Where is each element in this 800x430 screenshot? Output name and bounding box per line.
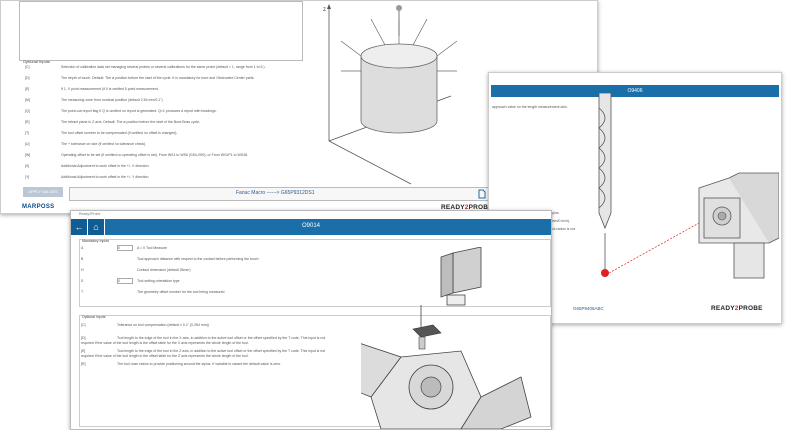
row-key: [T] xyxy=(25,131,30,135)
row-text: Contact dimension (default 25mm) xyxy=(137,267,191,272)
row-text: The tool nose radius to provide position… xyxy=(117,362,282,366)
row-key: [R] xyxy=(25,120,30,124)
row-key: T xyxy=(81,289,84,294)
mandatory-inputs-panel xyxy=(19,1,303,61)
row-text: The geometry offset number for the tool … xyxy=(137,289,225,294)
row-text: If 1, X point measurement (if 0 is omitt… xyxy=(61,87,159,91)
row-text: Tool length to the edge of the tool in t… xyxy=(81,336,326,345)
cylinder-diagram: z xyxy=(323,4,458,185)
ready2probe-logo: READY2PROBE xyxy=(441,204,493,211)
row-key: [C] xyxy=(81,323,86,327)
right-text-line: Tool radius is not xyxy=(549,227,576,231)
optional-input-row: [R] The retract plane in Z axis. Default:… xyxy=(25,120,200,124)
macro-code-bar: Fanuc Macro ------> G65P9312DS1 xyxy=(69,187,491,201)
row-key: [D] xyxy=(81,336,86,340)
mandatory-input-row: B Tool approach distance with respect to … xyxy=(81,256,259,262)
optional-input-row: [U] The + tolerance on size (if omitted n… xyxy=(25,142,146,146)
optional-input-row: [R] The tool nose radius to provide posit… xyxy=(81,362,331,367)
row-text: A = 0 Tool Measure xyxy=(137,245,167,250)
row-key: [E] xyxy=(25,87,30,91)
home-icon[interactable]: ⌂ xyxy=(88,219,105,235)
row-key: B xyxy=(81,256,84,261)
right-header-bar: O9406 xyxy=(491,85,779,97)
optional-input-row: [E] If 1, X point measurement (if 0 is om… xyxy=(25,87,159,91)
front-header-title: O9014 xyxy=(301,223,320,229)
row-text: Additional Adjustment to work offset in … xyxy=(61,164,149,168)
row-key: H xyxy=(81,267,84,272)
optional-input-row: [M] The measuring zone from nominal posit… xyxy=(25,98,163,102)
optional-inputs-heading: Optional Inputs xyxy=(23,59,50,64)
mandatory-input-row: S 0 Tool setting orientation type xyxy=(81,278,180,284)
svg-text:z: z xyxy=(323,7,326,13)
row-key: [W] xyxy=(25,153,31,157)
row-key: [M] xyxy=(25,98,30,102)
turret-probe-diagram xyxy=(361,247,532,429)
window-title: Ready2Probe xyxy=(79,212,101,216)
optional-input-row: [Y] Additional Adjustment to work offset … xyxy=(25,175,148,179)
value-spacer xyxy=(117,267,133,273)
row-key: [Y] xyxy=(25,175,30,179)
optional-input-row: [C] Selection of calibration data set man… xyxy=(25,65,266,69)
ready2probe-logo: READY2PROBE xyxy=(711,305,763,312)
optional-input-row: [C] Tolerance on tool compensation (defau… xyxy=(81,323,331,328)
row-key: A xyxy=(81,245,84,250)
back-arrow-icon[interactable]: ← xyxy=(71,219,88,235)
front-header-bar: ← ⌂ O9014 xyxy=(71,219,551,235)
row-key: [D] xyxy=(25,76,30,80)
macro-footer: G65P9406ABC xyxy=(573,306,604,311)
macro-code: Fanuc Macro ------> G65P9312DS1 xyxy=(236,190,315,196)
optional-input-row: [E]Tool length to the edge of the tool i… xyxy=(81,349,331,358)
optional-heading: Optional Inputs xyxy=(82,315,106,319)
apply-values-button[interactable]: APPLY VALUES xyxy=(23,187,63,197)
row-key: [Q] xyxy=(25,109,30,113)
document-icon[interactable] xyxy=(478,189,486,199)
drill-probe-diagram xyxy=(598,93,779,279)
mandatory-input-row: T The geometry offset number for the tool… xyxy=(81,289,225,295)
panel-text xyxy=(24,5,298,9)
row-text: Additional Adjustment to work offset in … xyxy=(61,175,149,179)
row-text: The + tolerance on size (if omitted no t… xyxy=(61,142,147,146)
row-text: Tool setting orientation type xyxy=(137,278,180,283)
row-text: The tool offset number to be compensated… xyxy=(61,131,178,135)
value-dropdown[interactable]: 0 xyxy=(117,245,133,251)
row-text: Tolerance on tool compensation (default … xyxy=(117,323,210,327)
mandatory-input-row: H Contact dimension (default 25mm) xyxy=(81,267,191,273)
mandatory-input-row: A 0 A = 0 Tool Measure xyxy=(81,245,167,251)
right-text-line: approach value on the length measurement… xyxy=(492,105,568,109)
probe-tip xyxy=(601,269,609,277)
row-key: [E] xyxy=(81,349,86,353)
optional-input-row: [X] Additional Adjustment to work offset … xyxy=(25,164,149,168)
row-key: [C] xyxy=(25,65,30,69)
value-spacer xyxy=(117,256,133,262)
row-key: [R] xyxy=(81,362,86,366)
optional-input-row: [D]Tool length to the edge of the tool i… xyxy=(81,336,331,345)
row-text: Tool length to the edge of the tool in t… xyxy=(81,349,326,358)
row-text: The depth of touch. Default: The ø posit… xyxy=(61,76,255,80)
row-text: Operating offset to be set (if omitted n… xyxy=(61,153,249,157)
row-key: [X] xyxy=(25,164,30,168)
row-text: The point-out report flag If Q is omitte… xyxy=(61,109,217,113)
window-titlebar xyxy=(489,75,781,83)
row-text: The retract plane in Z axis. Default: Th… xyxy=(61,120,201,124)
row-key: [U] xyxy=(25,142,30,146)
row-text: Selection of calibration data set managi… xyxy=(61,65,266,69)
value-dropdown[interactable]: 0 xyxy=(117,278,133,284)
row-key: S xyxy=(81,278,84,283)
value-spacer xyxy=(117,289,133,295)
marposs-logo: MARPOSS xyxy=(22,204,55,210)
optional-input-row: [T] The tool offset number to be compensa… xyxy=(25,131,177,135)
mandatory-heading: Mandatory Inputs xyxy=(82,239,110,243)
optional-input-row: [Q] The point-out report flag If Q is omi… xyxy=(25,109,217,113)
optional-input-row: [W] Operating offset to be set (if omitte… xyxy=(25,153,248,157)
front-window: Ready2Probe ← ⌂ O9014 Mandatory Inputs A… xyxy=(70,210,552,430)
row-text: Tool approach distance with respect to t… xyxy=(137,256,259,261)
optional-input-row: [D] The depth of touch. Default: The ø po… xyxy=(25,76,255,80)
row-text: The measuring zone from nominal position… xyxy=(61,98,163,102)
